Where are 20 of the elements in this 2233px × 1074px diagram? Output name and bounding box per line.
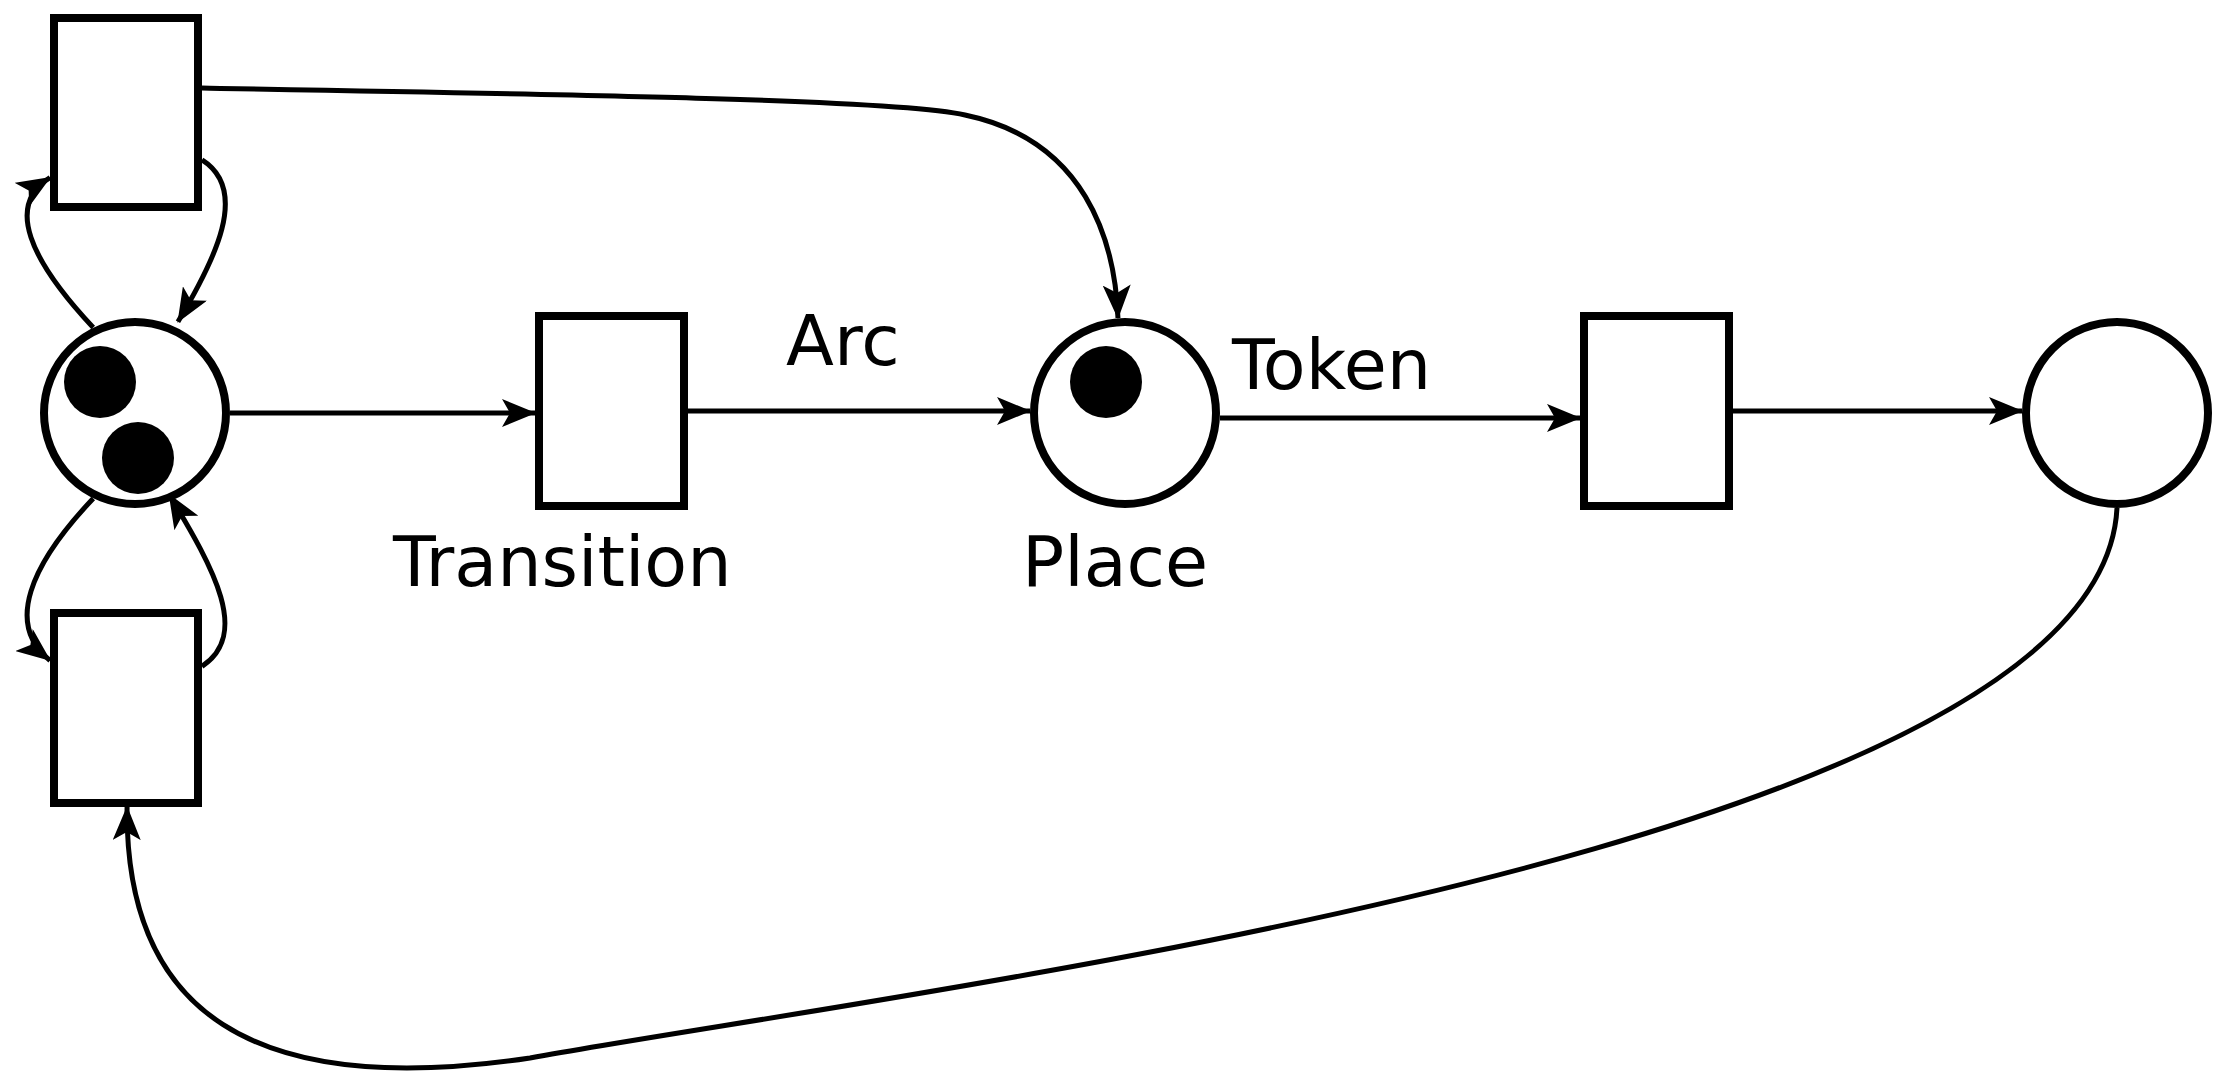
arc-arrow xyxy=(15,175,96,330)
place-circle xyxy=(2022,318,2212,508)
arc-arrow xyxy=(16,496,96,663)
place-circle xyxy=(1030,318,1220,508)
transition-box xyxy=(535,312,688,510)
arc-arrow xyxy=(1733,397,2023,425)
arc-arrow xyxy=(175,157,228,324)
arc-arrow xyxy=(230,399,536,427)
transition-box xyxy=(50,609,202,807)
transition-box xyxy=(50,14,202,211)
part-label: Arc xyxy=(786,306,900,376)
arc-arrow xyxy=(114,507,2120,1071)
part-label: Token xyxy=(1232,330,1432,400)
place-circle xyxy=(40,318,230,508)
part-label: Transition xyxy=(393,527,732,597)
part-label: Place xyxy=(1022,527,1209,597)
transition-box xyxy=(1580,312,1733,510)
arc-arrow xyxy=(688,397,1031,425)
arc-arrow xyxy=(1220,403,1581,432)
arc-arrow xyxy=(201,85,1130,319)
